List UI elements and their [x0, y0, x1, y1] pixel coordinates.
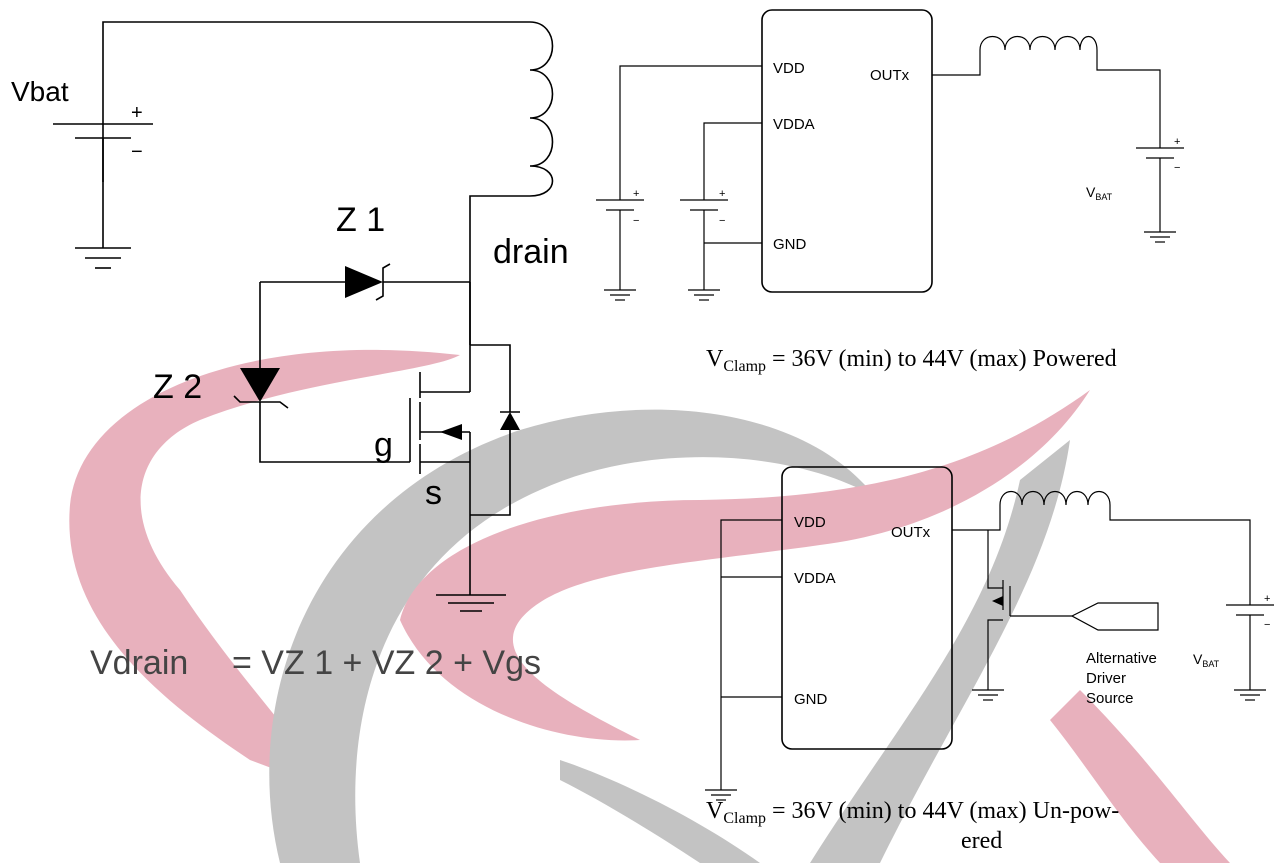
powered-vdda-wire [703, 122, 762, 200]
load-inductor [469, 21, 554, 392]
unpowered-vbat-ground [1234, 689, 1266, 701]
powered-vdda-pin: VDDA [773, 116, 815, 133]
unpowered-vdd-pin: VDD [794, 514, 826, 531]
watermark-gray-right-arc [810, 440, 1070, 863]
equation-lhs: Vdrain [90, 644, 188, 682]
powered-gnd-pin: GND [773, 236, 807, 253]
gate-label: g [374, 426, 393, 464]
z2-gate-wire [259, 402, 410, 463]
powered-vdd-plus: + [633, 188, 639, 200]
equation-rhs: = VZ 1 + VZ 2 + Vgs [232, 644, 541, 682]
z2-label: Z 2 [153, 368, 202, 406]
unpowered-clamp-caption: VClamp = 36V (min) to 44V (max) Un-pow- [706, 798, 1119, 827]
powered-load-inductor [932, 35, 1161, 148]
watermark-red-swoosh-main [400, 390, 1090, 741]
vbat-top-wire [102, 21, 530, 182]
unpowered-gnd-pin: GND [794, 691, 828, 708]
z1-label: Z 1 [336, 201, 385, 239]
unpowered-ic-ground [705, 789, 737, 801]
powered-vdda-ground [688, 289, 720, 301]
powered-vdda-minus: − [719, 215, 725, 227]
powered-circuit [596, 9, 1184, 301]
unpowered-circuit [705, 466, 1274, 801]
driver-label-line1: Alternative [1086, 650, 1157, 667]
powered-ic-box [761, 9, 933, 293]
watermark-red-right [1050, 690, 1230, 863]
unpowered-load-inductor [952, 490, 1251, 605]
powered-vdd-minus: − [633, 215, 639, 227]
left-clamp-circuit [53, 21, 554, 612]
vbat-minus-sign: − [131, 141, 143, 163]
source-ground-symbol [436, 594, 506, 612]
mosfet-symbol [409, 282, 520, 595]
powered-vdd-pin: VDD [773, 60, 805, 77]
unpowered-vbat-plus: + [1264, 593, 1270, 605]
external-driver-mosfet [987, 530, 1159, 690]
powered-vbat-ground [1144, 231, 1176, 243]
drain-label: drain [493, 233, 569, 271]
unpowered-out-pin: OUTx [891, 524, 931, 541]
powered-vbat-minus: − [1174, 162, 1180, 174]
powered-vbat-plus: + [1174, 136, 1180, 148]
unpowered-vbat-minus: − [1264, 619, 1270, 631]
driver-label-line2: Driver [1086, 670, 1126, 687]
unpowered-vbat-label: VBAT [1193, 651, 1220, 669]
unpowered-vdd-wire [720, 519, 782, 790]
unpowered-clamp-caption-line2: ered [961, 828, 1002, 854]
powered-vdd-ground [604, 289, 636, 301]
powered-clamp-caption: VClamp = 36V (min) to 44V (max) Powered [706, 346, 1117, 375]
powered-vdd-wire [619, 65, 762, 200]
watermark-gray-arc [269, 409, 880, 863]
z1-zener-diode [345, 266, 383, 298]
external-driver-ground [972, 689, 1004, 701]
z2-zener-diode [240, 368, 280, 402]
watermark-red-swoosh-left [69, 349, 461, 790]
vbat-label: Vbat [11, 76, 69, 107]
watermark-logo [69, 349, 1230, 863]
powered-vdda-plus: + [719, 188, 725, 200]
watermark-gray-bottom [560, 760, 760, 863]
vbat-plus-sign: + [131, 102, 143, 124]
powered-out-pin: OUTx [870, 67, 910, 84]
unpowered-vdda-pin: VDDA [794, 570, 836, 587]
powered-vbat-label: VBAT [1086, 184, 1113, 202]
unpowered-ic-box [781, 466, 953, 750]
vbat-ground-symbol [75, 247, 131, 269]
driver-label-line3: Source [1086, 690, 1134, 707]
source-label: s [425, 474, 442, 512]
